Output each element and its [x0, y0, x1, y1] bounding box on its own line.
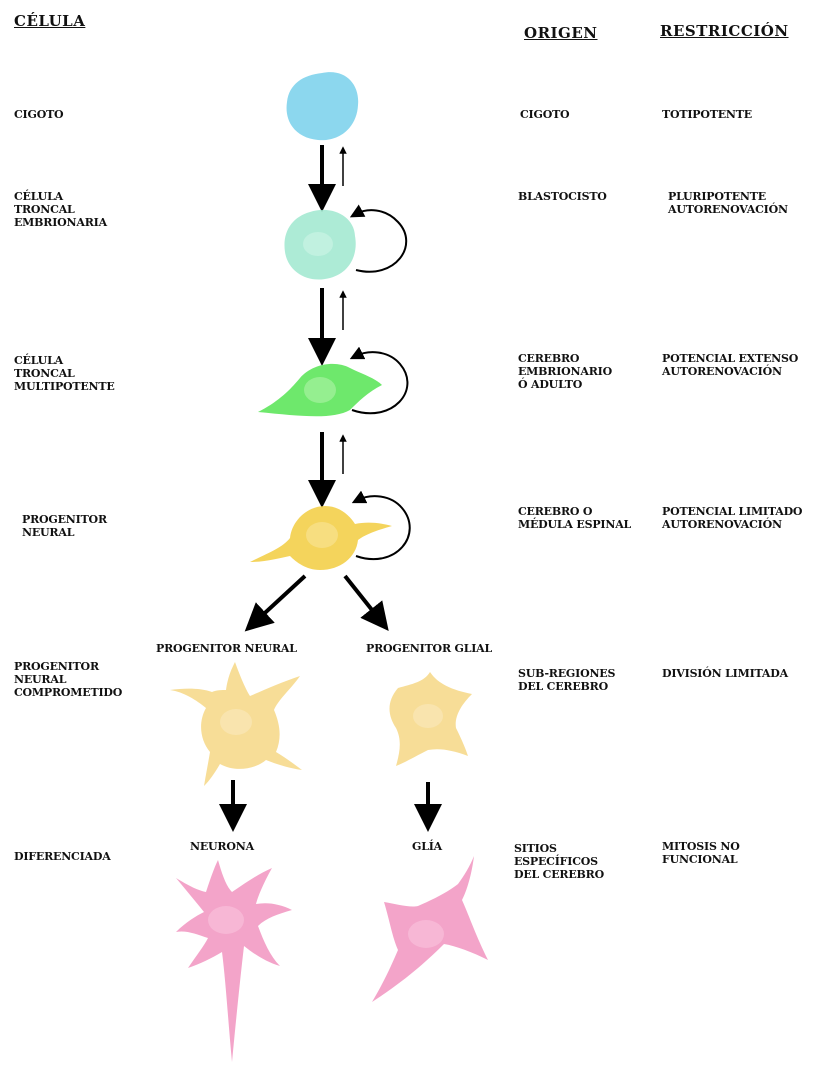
neural-progenitor-cell: [250, 506, 392, 570]
branch-arrow-icon: [255, 576, 305, 622]
branch-arrow-icon: [345, 576, 380, 620]
glia-cell: [372, 856, 488, 1002]
committed-glial-progenitor-cell: [390, 672, 473, 766]
self-renewal-arrow-icon: [356, 210, 406, 272]
neuron-cell: [176, 860, 292, 1062]
zygote-cell: [287, 72, 359, 140]
embryonic-stem-cell: [284, 210, 355, 280]
committed-neural-progenitor-cell: [170, 662, 302, 786]
multipotent-stem-cell: [258, 364, 382, 416]
